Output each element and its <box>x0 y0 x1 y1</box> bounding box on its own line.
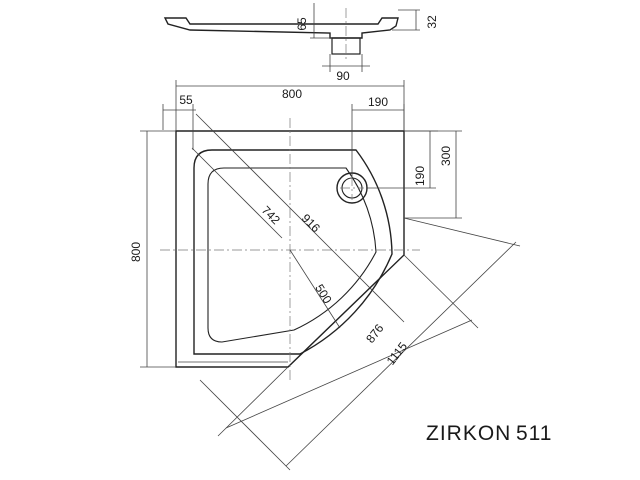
plan-view <box>160 118 420 380</box>
inner-diagonal-label: 742 <box>259 203 283 227</box>
side-profile-view <box>163 3 420 72</box>
product-model: 511 <box>516 422 552 445</box>
drain-offset-x-label: 190 <box>368 95 388 109</box>
profile-rim-label: 32 <box>425 15 439 29</box>
overall-diagonal-label: 1115 <box>384 339 411 368</box>
rim-width-label: 55 <box>179 93 193 107</box>
front-width-label: 876 <box>363 321 387 346</box>
outer-diagonal-label: 916 <box>299 211 323 235</box>
product-name: ZIRKON <box>426 422 511 445</box>
overall-depth-label: 800 <box>129 242 143 262</box>
corner-cut-label: 300 <box>439 146 453 166</box>
overall-width-label: 800 <box>282 87 302 101</box>
profile-height-label: 65 <box>295 17 309 31</box>
drain-diameter-label: 90 <box>336 69 350 83</box>
drain-offset-y-label: 190 <box>413 166 427 186</box>
radius-label: 500 <box>312 282 335 307</box>
dimension-lines <box>140 80 521 471</box>
